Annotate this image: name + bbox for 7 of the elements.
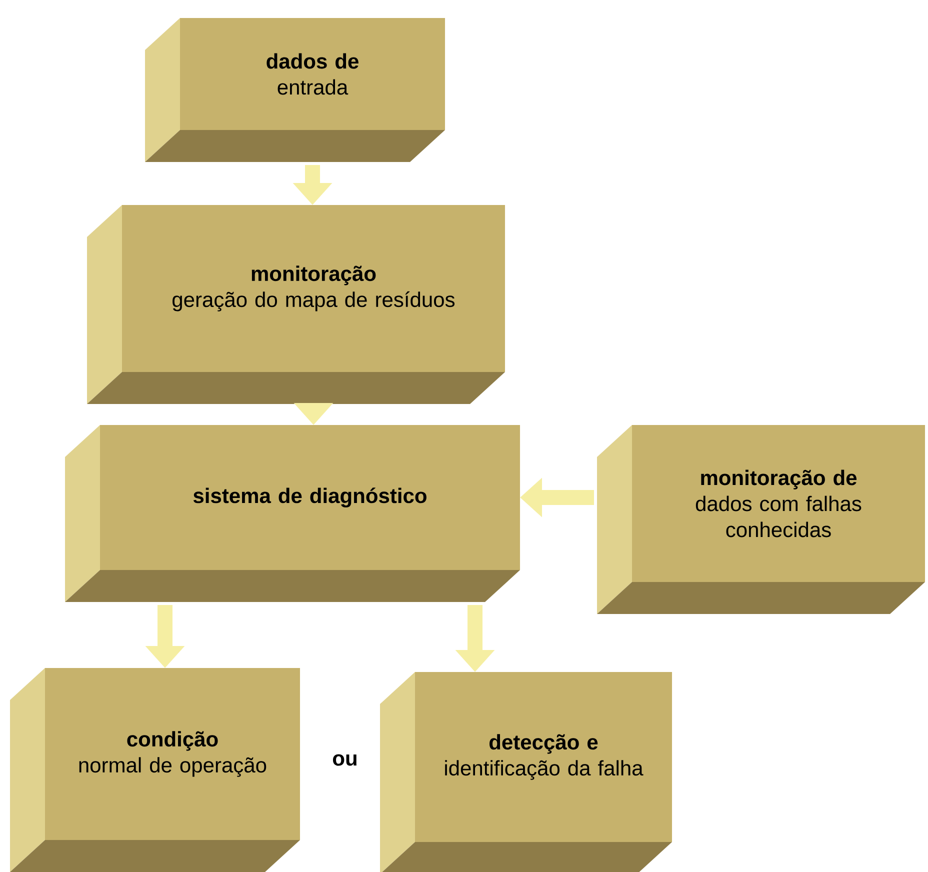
- connector-word: ou: [333, 754, 356, 766]
- block: condição normal de operação: [10, 668, 300, 872]
- block: sistema de diagnóstico: [65, 425, 520, 602]
- block: monitoração de dados com falhas conhecidas: [597, 425, 926, 614]
- block: monitoração geração do mapa de resíduos: [87, 205, 505, 404]
- block: detecção e identificação da falha: [380, 672, 672, 872]
- block: dados de entrada: [145, 18, 445, 162]
